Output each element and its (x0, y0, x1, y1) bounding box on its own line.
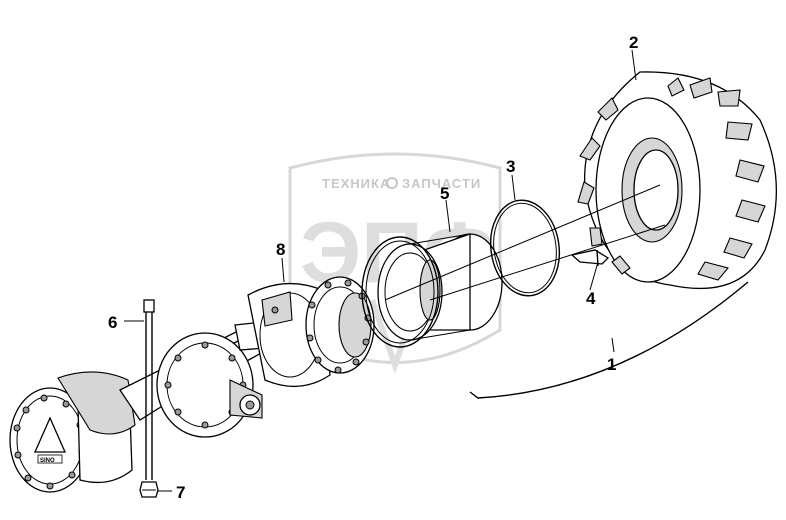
callout-1: 1 (607, 355, 616, 374)
leader-lines (124, 49, 749, 492)
callout-2: 2 (629, 33, 638, 52)
tire-part-2 (577, 71, 777, 289)
valve-part-4 (570, 249, 610, 267)
triangle-logo-icon (34, 416, 66, 453)
u-bolt-part-6 (143, 299, 155, 480)
gear-icon (386, 177, 398, 189)
callout-7: 7 (176, 483, 185, 502)
wheel-rim-part-5 (377, 233, 503, 341)
tire-tread (577, 77, 766, 281)
o-ring-part-3 (489, 199, 561, 297)
callout-8: 8 (276, 240, 285, 259)
watermark-left-word: ТЕХНИКА (322, 176, 390, 191)
differential-housing (156, 332, 263, 438)
nut-part-7 (139, 481, 159, 498)
flange-ring (361, 236, 439, 348)
left-hub: SINO (9, 387, 133, 493)
hub-nameplate (37, 454, 63, 464)
callout-3: 3 (506, 157, 515, 176)
callout-4: 4 (586, 289, 596, 308)
right-wheel-hub (305, 276, 375, 374)
watermark-right-word: ЗАПЧАСТИ (402, 176, 481, 191)
callout-5: 5 (440, 184, 449, 203)
axle-assembly: SINO (9, 276, 375, 493)
callout-6: 6 (108, 313, 117, 332)
hub-nameplate-text: SINO (40, 458, 55, 464)
